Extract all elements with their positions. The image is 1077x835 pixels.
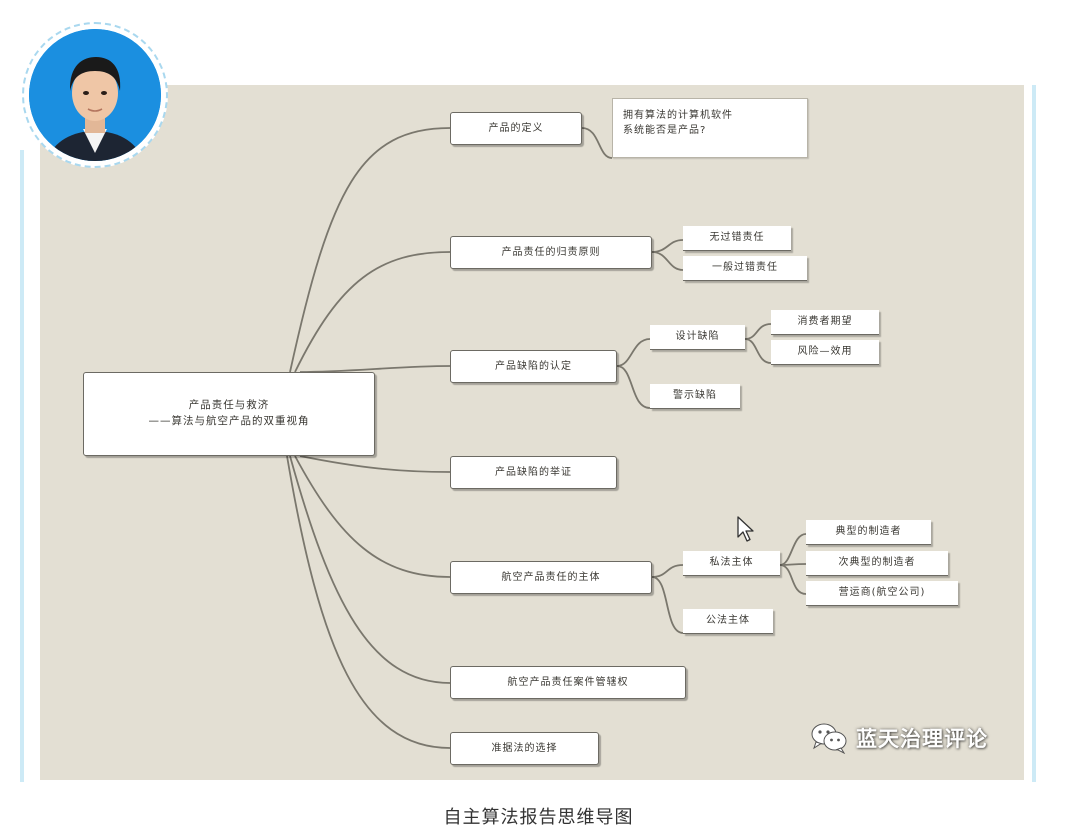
link-root-principle (294, 251, 451, 373)
node-governing-law-label: 准据法的选择 (491, 743, 558, 754)
leaf-design-defect[interactable]: 设计缺陷 (650, 325, 745, 350)
frame-right-line (1032, 85, 1036, 782)
node-defect-proof-label: 产品缺陷的举证 (495, 467, 572, 478)
note-line-1: 拥有算法的计算机软件 (623, 110, 733, 121)
author-avatar (22, 22, 168, 168)
node-product-definition-label: 产品的定义 (488, 123, 544, 134)
link-root-law (286, 455, 451, 749)
link-identification-warning (616, 365, 651, 409)
link-principle-2 (651, 251, 684, 271)
link-root-identification (299, 365, 451, 373)
watermark-text: 蓝天治理评论 (856, 727, 988, 751)
node-product-definition[interactable]: 产品的定义 (450, 112, 582, 145)
link-principle-1 (651, 239, 684, 253)
watermark: 蓝天治理评论 (810, 722, 988, 754)
node-defect-proof[interactable]: 产品缺陷的举证 (450, 456, 617, 489)
leaf-risk-utility[interactable]: 风险—效用 (771, 340, 879, 365)
node-aviation-liability-subject[interactable]: 航空产品责任的主体 (450, 561, 652, 594)
leaf-general-fault-liability[interactable]: 一般过错责任 (683, 256, 807, 281)
node-liability-principle[interactable]: 产品责任的归责原则 (450, 236, 652, 269)
leaf-typical-manufacturer[interactable]: 典型的制造者 (806, 520, 931, 545)
wechat-icon (811, 723, 847, 754)
avatar-photo (29, 29, 161, 161)
frame-left-line (20, 150, 24, 782)
leaf-secondary-manufacturer[interactable]: 次典型的制造者 (806, 551, 948, 576)
node-defect-identification-label: 产品缺陷的认定 (495, 361, 572, 372)
link-root-definition (289, 127, 451, 373)
link-root-jurisdiction (289, 455, 451, 684)
mouse-cursor-icon (737, 516, 754, 542)
link-root-subject (294, 455, 451, 578)
root-node[interactable]: 产品责任与救济 ——算法与航空产品的双重视角 (83, 372, 375, 456)
node-jurisdiction[interactable]: 航空产品责任案件管辖权 (450, 666, 686, 699)
node-defect-identification[interactable]: 产品缺陷的认定 (450, 350, 617, 383)
link-design-2 (744, 338, 772, 364)
link-subject-public (651, 576, 684, 634)
link-design-1 (744, 323, 772, 340)
leaf-private-law-subject[interactable]: 私法主体 (683, 551, 780, 576)
link-definition-note (581, 127, 613, 159)
link-subject-private (651, 564, 684, 578)
note-line-2: 系统能否是产品? (623, 125, 707, 136)
root-title: 产品责任与救济 (188, 399, 270, 412)
link-private-1 (779, 533, 807, 566)
leaf-public-law-subject[interactable]: 公法主体 (683, 609, 773, 634)
node-jurisdiction-label: 航空产品责任案件管辖权 (507, 677, 629, 688)
leaf-strict-liability[interactable]: 无过错责任 (683, 226, 791, 251)
link-private-3 (779, 564, 807, 595)
node-liability-principle-label: 产品责任的归责原则 (501, 247, 601, 258)
note-software-question[interactable]: 拥有算法的计算机软件 系统能否是产品? (612, 98, 808, 158)
leaf-operator-airline[interactable]: 营运商(航空公司) (806, 581, 958, 606)
link-private-2 (779, 563, 807, 566)
node-governing-law[interactable]: 准据法的选择 (450, 732, 599, 765)
figure-caption: 自主算法报告思维导图 (443, 807, 634, 828)
portrait-icon (29, 29, 161, 161)
leaf-warning-defect[interactable]: 警示缺陷 (650, 384, 740, 409)
link-root-proof (299, 455, 451, 473)
root-subtitle: ——算法与航空产品的双重视角 (148, 415, 310, 427)
link-identification-design (616, 338, 651, 367)
leaf-consumer-expectation[interactable]: 消费者期望 (771, 310, 879, 335)
node-aviation-liability-subject-label: 航空产品责任的主体 (501, 572, 601, 583)
